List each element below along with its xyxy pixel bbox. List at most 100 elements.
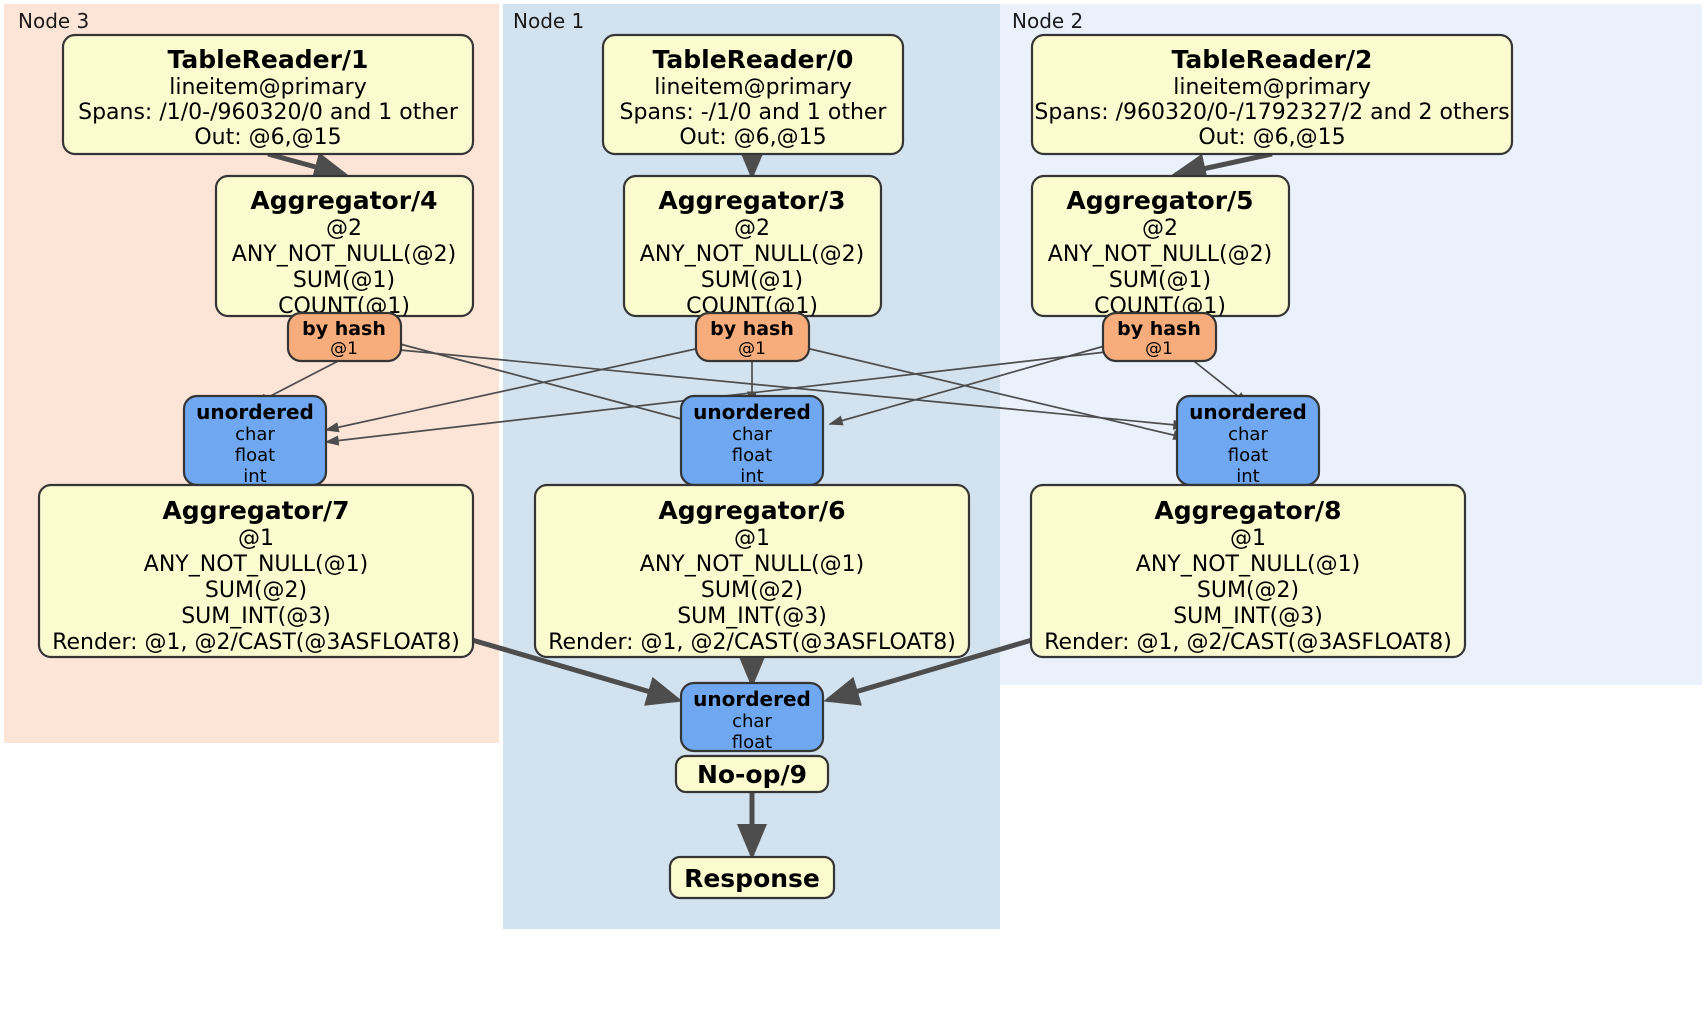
processor-noop-9-box[interactable] <box>674 754 830 794</box>
processor-tablereader-0-line-2: Out: @6,@15 <box>679 125 826 150</box>
processor-aggregator-6-title: Aggregator/6 <box>658 496 845 525</box>
processor-tablereader-0[interactable]: TableReader/0 lineitem@primary Spans: -/… <box>601 33 905 156</box>
processor-aggregator-5-title: Aggregator/5 <box>1066 186 1253 215</box>
processor-tablereader-2-title: TableReader/2 <box>1172 45 1373 74</box>
processor-aggregator-8-line-3: SUM_INT(@3) <box>1173 604 1323 629</box>
synchronizer-unordered-final[interactable]: unordered char float <box>679 681 825 753</box>
processor-aggregator-7-line-0: @1 <box>238 526 274 551</box>
synchronizer-unordered-final-line-0: char <box>732 711 772 732</box>
edge-tr1-to-agg4 <box>267 151 350 182</box>
edge-hashmid-to-syncleft <box>324 347 701 433</box>
processor-aggregator-4-title: Aggregator/4 <box>250 186 437 215</box>
processor-response[interactable]: Response <box>668 855 836 900</box>
synchronizer-unordered-mid-line-2: int <box>740 466 763 487</box>
router-by-hash-right[interactable]: by hash @1 <box>1101 311 1218 363</box>
edge-agg7-to-syncfinal <box>471 637 683 706</box>
panel-node3-label: Node 3 <box>18 9 89 33</box>
processor-tablereader-2-box[interactable] <box>1030 33 1514 156</box>
processor-aggregator-6-line-4: Render: @1, @2/CAST(@3ASFLOAT8) <box>548 630 956 655</box>
processor-noop-9-title: No-op/9 <box>697 760 807 789</box>
synchronizer-unordered-left-line-0: char <box>235 424 275 445</box>
synchronizer-unordered-right-title: unordered <box>1189 400 1307 424</box>
processor-aggregator-5[interactable]: Aggregator/5 @2 ANY_NOT_NULL(@2) SUM(@1)… <box>1030 174 1291 319</box>
router-by-hash-right-line-0: @1 <box>1145 339 1173 359</box>
processor-aggregator-3[interactable]: Aggregator/3 @2 ANY_NOT_NULL(@2) SUM(@1)… <box>622 174 883 319</box>
processor-aggregator-7-line-3: SUM_INT(@3) <box>181 604 331 629</box>
synchronizer-unordered-mid-title: unordered <box>693 400 811 424</box>
router-by-hash-left[interactable]: by hash @1 <box>286 311 403 363</box>
synchronizer-unordered-left-line-1: float <box>235 445 275 466</box>
processor-aggregator-5-line-1: ANY_NOT_NULL(@2) <box>1048 242 1272 267</box>
processor-aggregator-8-box[interactable] <box>1029 483 1467 659</box>
processor-tablereader-2-line-0: lineitem@primary <box>1173 75 1371 100</box>
processor-aggregator-6[interactable]: Aggregator/6 @1 ANY_NOT_NULL(@1) SUM(@2)… <box>533 483 971 659</box>
processor-aggregator-7[interactable]: Aggregator/7 @1 ANY_NOT_NULL(@1) SUM(@2)… <box>37 483 475 659</box>
panel-node2-label: Node 2 <box>1012 9 1083 33</box>
router-by-hash-mid[interactable]: by hash @1 <box>694 311 811 363</box>
processor-aggregator-6-line-0: @1 <box>734 526 770 551</box>
processor-aggregator-8-line-1: ANY_NOT_NULL(@1) <box>1136 552 1360 577</box>
processor-aggregator-4-line-2: SUM(@1) <box>293 268 395 293</box>
processor-aggregator-4-line-0: @2 <box>326 216 362 241</box>
router-by-hash-mid-title: by hash <box>710 318 794 340</box>
synchronizer-unordered-mid[interactable]: unordered char float int <box>679 394 825 487</box>
processor-aggregator-5-line-2: SUM(@1) <box>1109 268 1211 293</box>
synchronizer-unordered-right-line-1: float <box>1228 445 1268 466</box>
processor-tablereader-2[interactable]: TableReader/2 lineitem@primary Spans: /9… <box>1030 33 1514 156</box>
processor-aggregator-3-title: Aggregator/3 <box>658 186 845 215</box>
processor-noop-9[interactable]: No-op/9 <box>674 754 830 794</box>
processor-tablereader-1[interactable]: TableReader/1 lineitem@primary Spans: /1… <box>61 33 475 156</box>
edge-agg8-to-syncfinal <box>823 637 1033 706</box>
processor-tablereader-2-line-2: Out: @6,@15 <box>1198 125 1345 150</box>
processor-tablereader-1-line-0: lineitem@primary <box>169 75 367 100</box>
processor-response-title: Response <box>684 864 820 893</box>
router-by-hash-right-title: by hash <box>1117 318 1201 340</box>
router-by-hash-mid-line-0: @1 <box>738 339 766 359</box>
synchronizer-unordered-right[interactable]: unordered char float int <box>1175 394 1321 487</box>
router-by-hash-left-title: by hash <box>302 318 386 340</box>
processor-tablereader-1-line-1: Spans: /1/0-/960320/0 and 1 other <box>78 100 459 125</box>
synchronizer-unordered-right-line-2: int <box>1236 466 1259 487</box>
router-by-hash-right-box[interactable] <box>1101 311 1218 363</box>
processor-aggregator-8-title: Aggregator/8 <box>1154 496 1341 525</box>
processor-aggregator-7-line-4: Render: @1, @2/CAST(@3ASFLOAT8) <box>52 630 460 655</box>
synchronizer-unordered-right-line-0: char <box>1228 424 1268 445</box>
processor-aggregator-7-box[interactable] <box>37 483 475 659</box>
processor-aggregator-6-line-1: ANY_NOT_NULL(@1) <box>640 552 864 577</box>
edge-hashleft-to-syncmid <box>399 343 702 426</box>
processor-aggregator-5-line-0: @2 <box>1142 216 1178 241</box>
processor-aggregator-7-line-1: ANY_NOT_NULL(@1) <box>144 552 368 577</box>
processor-aggregator-3-line-1: ANY_NOT_NULL(@2) <box>640 242 864 267</box>
processor-tablereader-1-line-2: Out: @6,@15 <box>194 125 341 150</box>
processor-aggregator-4-line-1: ANY_NOT_NULL(@2) <box>232 242 456 267</box>
processor-tablereader-0-box[interactable] <box>601 33 905 156</box>
processor-tablereader-0-title: TableReader/0 <box>653 45 854 74</box>
processor-aggregator-4[interactable]: Aggregator/4 @2 ANY_NOT_NULL(@2) SUM(@1)… <box>214 174 475 319</box>
processor-aggregator-3-line-0: @2 <box>734 216 770 241</box>
synchronizer-unordered-final-box[interactable] <box>679 681 825 753</box>
processor-aggregator-8[interactable]: Aggregator/8 @1 ANY_NOT_NULL(@1) SUM(@2)… <box>1029 483 1467 659</box>
synchronizer-unordered-final-title: unordered <box>693 687 811 711</box>
processor-aggregator-8-line-4: Render: @1, @2/CAST(@3ASFLOAT8) <box>1044 630 1452 655</box>
processor-aggregator-6-line-3: SUM_INT(@3) <box>677 604 827 629</box>
router-by-hash-left-box[interactable] <box>286 311 403 363</box>
synchronizer-unordered-left-line-2: int <box>243 466 266 487</box>
processor-aggregator-8-line-2: SUM(@2) <box>1197 578 1299 603</box>
edge-hashright-to-syncmid <box>828 344 1109 426</box>
synchronizer-unordered-mid-line-0: char <box>732 424 772 445</box>
synchronizer-unordered-left[interactable]: unordered char float int <box>182 394 328 487</box>
synchronizer-unordered-left-title: unordered <box>196 400 314 424</box>
processor-aggregator-6-line-2: SUM(@2) <box>701 578 803 603</box>
processor-tablereader-1-box[interactable] <box>61 33 475 156</box>
processor-tablereader-2-line-1: Spans: /960320/0-/1792327/2 and 2 others <box>1034 100 1509 125</box>
edge-hashmid-to-syncright <box>805 347 1188 441</box>
synchronizer-unordered-final-line-1: float <box>732 732 772 753</box>
processor-tablereader-0-line-1: Spans: -/1/0 and 1 other <box>620 100 888 125</box>
processor-aggregator-3-line-2: SUM(@1) <box>701 268 803 293</box>
processor-aggregator-6-box[interactable] <box>533 483 971 659</box>
processor-response-box[interactable] <box>668 855 836 900</box>
router-by-hash-mid-box[interactable] <box>694 311 811 363</box>
processor-aggregator-7-title: Aggregator/7 <box>162 496 349 525</box>
processor-aggregator-8-line-0: @1 <box>1230 526 1266 551</box>
